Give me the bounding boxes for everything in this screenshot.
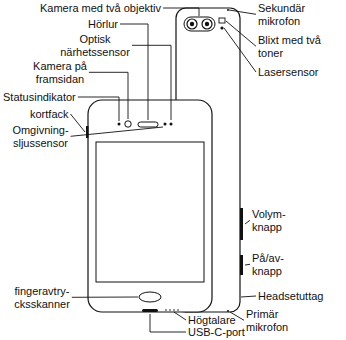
leader-line <box>72 297 138 298</box>
power-button <box>240 255 243 275</box>
leader-line <box>78 97 119 121</box>
rear-camera-lens <box>202 19 212 29</box>
callout-label: fingeravtry- cksskanner <box>2 285 82 310</box>
callout-label: Primär mikrofon <box>246 308 308 333</box>
callout-label: Högtalare <box>188 314 236 327</box>
leader-line <box>71 127 163 136</box>
callout-label: På/av- knapp <box>252 252 300 277</box>
callout-label: USB-C-port <box>188 326 245 339</box>
speaker-grille <box>165 309 179 311</box>
callout-label: Kamera på framsidan <box>20 60 100 85</box>
screen <box>96 142 204 282</box>
flash <box>219 18 225 23</box>
callout-label: Hörlur <box>88 18 118 31</box>
usb-c-port <box>142 309 158 312</box>
callout-label: Statusindikator <box>3 91 76 104</box>
front-phone-body <box>88 100 212 312</box>
rear-camera-lens <box>190 22 194 26</box>
leader-line <box>224 28 256 72</box>
laser-sensor <box>220 26 223 29</box>
callout-label: Omgivning- sljussensor <box>3 124 78 149</box>
leader-line <box>245 264 250 266</box>
rear-camera-module <box>184 17 215 31</box>
callout-label: Volym- knapp <box>252 208 300 233</box>
callout-label: Kamera med två objektiv <box>40 2 161 15</box>
callout-label: Headsetuttag <box>258 290 323 303</box>
leader-line <box>174 312 186 320</box>
status-indicator <box>118 123 121 126</box>
callout-label: Sekundär mikrofon <box>258 2 338 27</box>
rear-camera-lens <box>187 19 197 29</box>
leader-line <box>163 8 199 16</box>
fingerprint-scanner <box>139 292 161 302</box>
leader-line <box>150 314 186 332</box>
primary-mic <box>227 310 229 312</box>
ambient-light-sensor <box>164 123 167 126</box>
callout-label: kortfack <box>30 108 69 121</box>
card-slot <box>86 126 89 138</box>
proximity-sensor <box>170 123 173 126</box>
leader-line <box>89 72 128 119</box>
leader-line <box>229 10 256 14</box>
callout-label: Lasersensor <box>258 66 319 79</box>
leader-line <box>71 114 86 132</box>
leader-line <box>226 21 256 46</box>
leader-line <box>245 220 250 224</box>
callout-label: Optisk närhetssensor <box>55 33 135 58</box>
leader-line <box>241 296 256 297</box>
front-camera <box>125 121 131 127</box>
volume-button <box>240 208 243 240</box>
secondary-mic <box>227 9 229 11</box>
leader-line <box>132 45 171 120</box>
rear-camera-lens <box>205 22 209 26</box>
earpiece <box>138 122 158 127</box>
callout-label: Blixt med två toner <box>258 34 342 59</box>
